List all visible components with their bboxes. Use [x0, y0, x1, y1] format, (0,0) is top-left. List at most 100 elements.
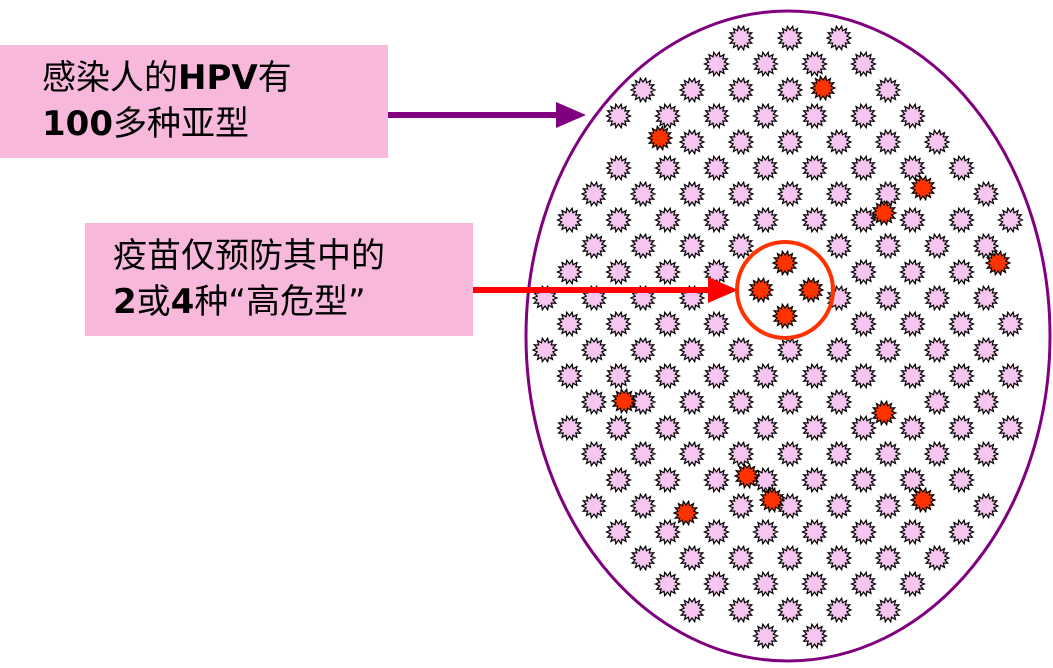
- virus-particle: [898, 466, 927, 494]
- virus-particle-high-risk: [771, 302, 799, 330]
- virus-particle-high-risk: [747, 276, 775, 304]
- virus-particle: [996, 310, 1025, 338]
- virus-particle: [751, 50, 780, 78]
- virus-particle: [898, 362, 927, 390]
- virus-particle: [555, 362, 584, 390]
- virus-particle: [727, 128, 755, 156]
- virus-particle: [653, 362, 682, 390]
- text-num-4: 4: [170, 282, 195, 322]
- virus-particle: [629, 492, 657, 520]
- text-high-risk: 种“高危型”: [194, 282, 366, 322]
- virus-particle: [629, 180, 657, 208]
- virus-particle: [849, 466, 878, 494]
- virus-particle: [947, 518, 976, 546]
- virus-particle: [898, 102, 927, 130]
- virus-particle: [996, 206, 1025, 234]
- virus-particle: [604, 518, 633, 546]
- virus-particle: [849, 362, 878, 390]
- label-box-vaccine: 疫苗仅预防其中的 2或4种“高危型”: [85, 223, 473, 336]
- virus-particle: [604, 310, 633, 338]
- label-box-hpv-types: 感染人的HPV有 100多种亚型: [0, 45, 388, 158]
- virus-particle: [849, 518, 878, 546]
- virus-particle: [727, 24, 755, 52]
- virus-particle: [972, 336, 1000, 364]
- arrow-to-ellipse: [388, 102, 586, 128]
- virus-particle: [702, 258, 731, 286]
- virus-particle: [996, 414, 1025, 442]
- virus-particle: [555, 310, 584, 338]
- virus-particle: [800, 518, 829, 546]
- virus-particle: [604, 154, 633, 182]
- virus-particle: [555, 258, 584, 286]
- virus-particle: [727, 76, 755, 104]
- virus-particle: [898, 310, 927, 338]
- virus-particle: [800, 466, 829, 494]
- virus-layer: [531, 24, 1025, 650]
- virus-particle: [727, 492, 755, 520]
- virus-particle: [702, 518, 731, 546]
- virus-particle: [923, 284, 951, 312]
- virus-particle: [580, 440, 608, 468]
- virus-particle: [800, 206, 829, 234]
- virus-particle: [678, 76, 706, 104]
- virus-particle: [751, 518, 780, 546]
- virus-particle: [972, 492, 1000, 520]
- virus-particle: [531, 336, 559, 364]
- virus-particle: [702, 570, 731, 598]
- virus-particle: [800, 154, 829, 182]
- virus-particle-high-risk: [733, 462, 761, 490]
- virus-particle: [898, 154, 927, 182]
- virus-particle-high-risk: [870, 399, 898, 427]
- virus-particle: [947, 206, 976, 234]
- virus-particle: [653, 570, 682, 598]
- virus-particle: [727, 388, 755, 416]
- virus-particle: [996, 362, 1025, 390]
- virus-particle: [800, 50, 829, 78]
- virus-particle: [825, 232, 853, 260]
- text-or: 或: [136, 282, 171, 322]
- virus-particle: [604, 466, 633, 494]
- virus-particle: [947, 310, 976, 338]
- virus-particle: [580, 180, 608, 208]
- virus-particle: [825, 544, 853, 572]
- virus-particle: [898, 258, 927, 286]
- virus-particle: [874, 492, 902, 520]
- virus-particle: [800, 102, 829, 130]
- text-prefix: 感染人的: [42, 58, 178, 98]
- virus-particle: [800, 362, 829, 390]
- virus-particle: [678, 440, 706, 468]
- virus-particle: [776, 76, 804, 104]
- virus-particle: [604, 206, 633, 234]
- text-suffix: 有: [257, 58, 292, 98]
- virus-particle: [776, 544, 804, 572]
- virus-particle: [874, 544, 902, 572]
- virus-particle: [751, 414, 780, 442]
- virus-particle: [702, 466, 731, 494]
- virus-particle: [751, 154, 780, 182]
- virus-particle: [702, 102, 731, 130]
- virus-particle: [923, 544, 951, 572]
- virus-particle: [776, 180, 804, 208]
- virus-particle: [629, 76, 657, 104]
- virus-particle-high-risk: [909, 174, 937, 202]
- virus-particle: [849, 258, 878, 286]
- virus-particle: [678, 232, 706, 260]
- virus-particle: [653, 518, 682, 546]
- virus-particle: [702, 362, 731, 390]
- text-hpv: HPV: [178, 58, 258, 98]
- virus-particle: [825, 336, 853, 364]
- virus-particle: [580, 492, 608, 520]
- virus-particle: [972, 180, 1000, 208]
- virus-particle: [800, 622, 829, 650]
- virus-particle: [751, 622, 780, 650]
- virus-particle: [800, 414, 829, 442]
- virus-particle: [653, 102, 682, 130]
- virus-particle: [727, 180, 755, 208]
- label-line-2: 100多种亚型: [42, 101, 388, 147]
- virus-particle: [923, 440, 951, 468]
- virus-particle: [653, 154, 682, 182]
- virus-particle: [776, 128, 804, 156]
- virus-particle: [727, 544, 755, 572]
- virus-particle: [776, 440, 804, 468]
- virus-particle: [849, 414, 878, 442]
